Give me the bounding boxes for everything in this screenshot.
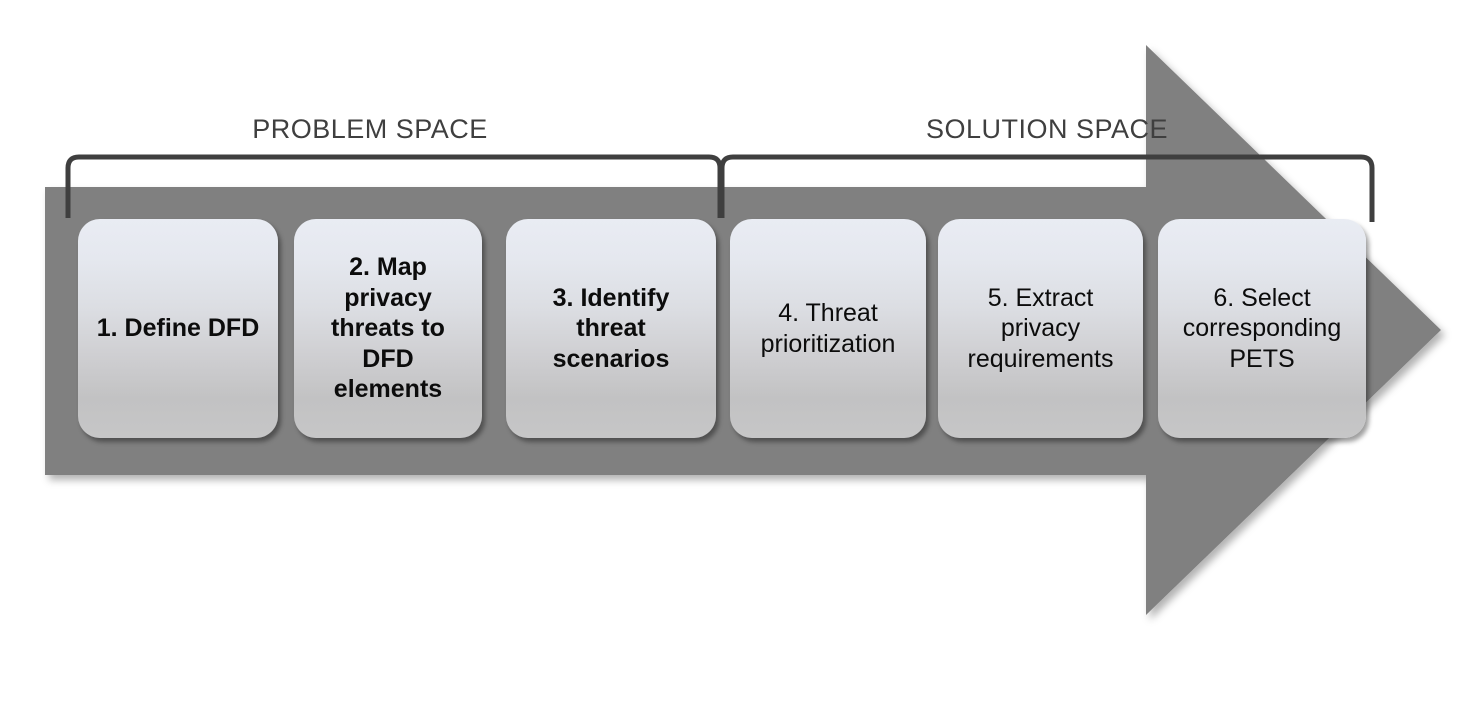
step-label-6: 6. Select corresponding PETS <box>1182 283 1342 373</box>
step-label-2: 2. Map privacy threats to DFD elements <box>331 253 445 404</box>
phase-label-problem-space: PROBLEM SPACE <box>252 114 488 144</box>
step-box-3[interactable]: 3. Identify threat scenarios <box>506 219 716 438</box>
step-label-3: 3. Identify threat scenarios <box>552 283 670 373</box>
step-box-5[interactable]: 5. Extract privacy requirements <box>938 219 1143 438</box>
step-box-4[interactable]: 4. Threat prioritization <box>730 219 926 438</box>
step-label-5: 5. Extract privacy requirements <box>967 283 1114 373</box>
step-box-6[interactable]: 6. Select corresponding PETS <box>1158 219 1366 438</box>
phase-label-solution-space: SOLUTION SPACE <box>925 114 1169 144</box>
step-box-1[interactable]: 1. Define DFD <box>78 219 278 438</box>
step-label-1: 1. Define DFD <box>96 314 260 343</box>
step-box-2[interactable]: 2. Map privacy threats to DFD elements <box>294 219 482 438</box>
step-label-4: 4. Threat prioritization <box>760 299 896 358</box>
